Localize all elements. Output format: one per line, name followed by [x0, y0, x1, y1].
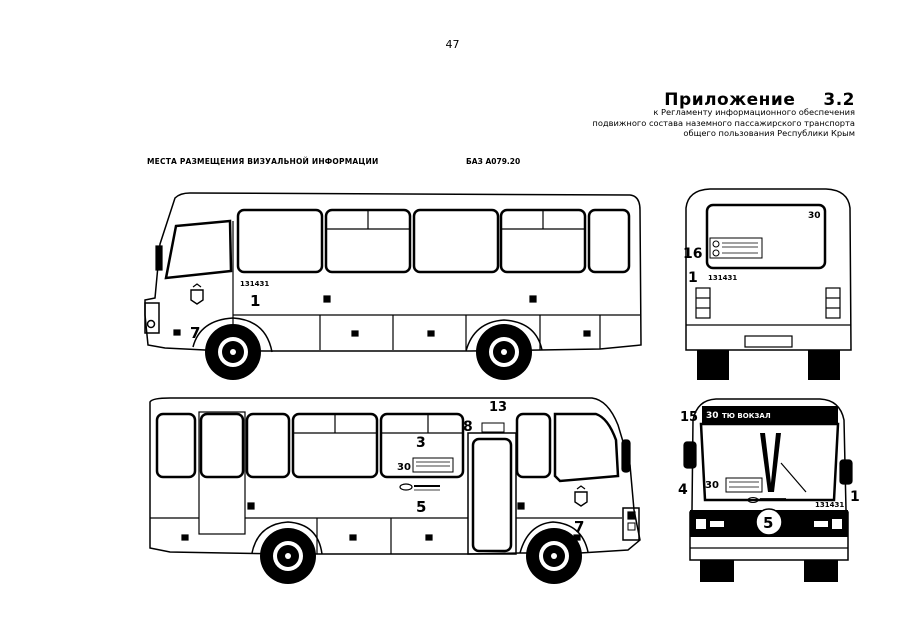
left-view-wheels: [205, 324, 532, 380]
page-number: 47: [445, 38, 460, 51]
marker-5-front: 5: [763, 514, 773, 532]
route-number-windshield: 30: [705, 480, 719, 491]
appendix-subtitle-line: к Регламенту информационного обеспечения: [653, 107, 855, 117]
bus-front-view: [683, 398, 853, 582]
section-heading: МЕСТА РАЗМЕЩЕНИЯ ВИЗУАЛЬНОЙ ИНФОРМАЦИИ: [147, 157, 379, 166]
marker-8-right-side: 8: [463, 419, 473, 435]
appendix-subtitle-line: общего пользования Республики Крым: [683, 128, 855, 138]
route-number-front-board: 30: [706, 411, 719, 421]
bus-left-side-view: [144, 192, 642, 353]
appendix-subtitle-line: подвижного состава наземного пассажирско…: [592, 117, 855, 128]
marker-1-rear: 1: [688, 270, 698, 286]
board-number-left-side: 131431: [240, 280, 269, 288]
marker-1-left-side: 1: [250, 292, 260, 310]
bus-right-side-view: [149, 397, 641, 555]
marker-5-right-side: 5: [416, 498, 426, 516]
appendix-number: 3.2: [823, 90, 855, 110]
marker-7-right-side: 7: [574, 518, 584, 536]
route-number-side-window: 30: [397, 462, 411, 473]
board-number-rear: 131431: [708, 274, 737, 282]
marker-4-front: 4: [678, 482, 688, 498]
appendix-title-word: Приложение: [664, 90, 796, 110]
appendix-title: Приложение 3.2: [664, 90, 855, 110]
marker-7-left-side: 7: [190, 324, 200, 342]
route-board-text: ТЮ ВОКЗАЛ: [722, 412, 771, 420]
appendix-subtitle: к Регламенту информационного обеспечения…: [495, 107, 855, 139]
marker-1-front: 1: [850, 489, 860, 505]
marker-13-right-side: 13: [489, 400, 507, 415]
marker-16-rear: 16: [683, 246, 702, 262]
board-number-front: 131431: [815, 501, 844, 509]
marker-15-front: 15: [680, 410, 698, 425]
marker-3-right-side: 3: [416, 435, 426, 451]
route-number-rear-window: 30: [808, 211, 821, 221]
bus-rear-view: [685, 188, 852, 380]
bus-model-label: БАЗ А079.20: [466, 157, 521, 166]
right-view-wheels: [260, 528, 582, 584]
